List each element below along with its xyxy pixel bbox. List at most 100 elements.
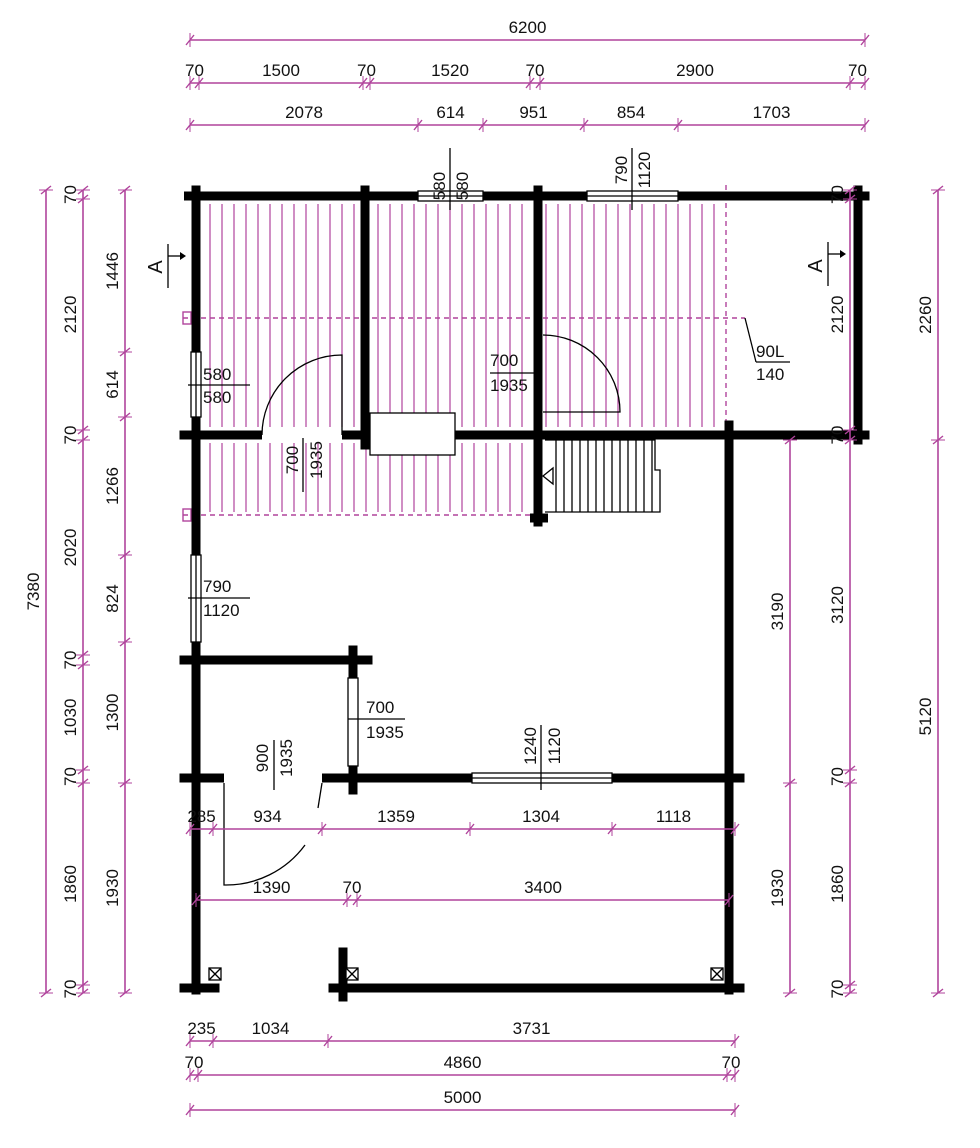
dim-label: 7380 [24, 573, 43, 611]
dim-label: 614 [103, 370, 122, 398]
dim-label: 4860 [444, 1053, 482, 1072]
dim-label: 1930 [103, 869, 122, 907]
dim-label: 235 [187, 1019, 215, 1038]
section-mark-right: A [805, 242, 846, 286]
svg-text:1240: 1240 [521, 727, 540, 765]
dim-label: 1300 [103, 694, 122, 732]
dim-label: 1118 [656, 807, 691, 826]
dim-label: 1304 [522, 807, 560, 826]
dim-label: 1860 [61, 865, 80, 903]
svg-text:900: 900 [253, 744, 272, 772]
svg-text:700: 700 [283, 446, 302, 474]
dim-label: 824 [103, 584, 122, 612]
dim-label: 2120 [61, 296, 80, 334]
label-vent: 90L 140 [744, 317, 790, 384]
label-door-center: 700 1935 [490, 351, 540, 395]
door-upper-left-swing [261, 354, 343, 436]
dim-label: 70 [828, 980, 847, 999]
dim-label: 70 [61, 651, 80, 670]
dim-chain-h-11: 235 1034 3731 [185, 1019, 740, 1048]
dim-label: 70 [828, 767, 847, 786]
door-mid-frame [347, 677, 359, 767]
dim-label: 1266 [103, 467, 122, 505]
dim-chain-h-12: 70 4860 70 [185, 1053, 741, 1082]
label-window-top-left: 580 580 [430, 148, 472, 210]
dim-label: 3190 [768, 593, 787, 631]
opening-labels: 580 580 790 1120 700 1935 580 580 700 19… [188, 148, 790, 790]
svg-text:1935: 1935 [277, 739, 296, 777]
dim-label: 1034 [252, 1019, 290, 1038]
svg-text:1935: 1935 [307, 441, 326, 479]
dim-label: 70 [61, 980, 80, 999]
svg-text:140: 140 [756, 365, 784, 384]
svg-text:790: 790 [203, 577, 231, 596]
dim-label: 285 [187, 807, 215, 826]
door-center-swing [542, 334, 621, 413]
dim-label: 1860 [828, 865, 847, 903]
dim-label: 1930 [768, 869, 787, 907]
svg-text:580: 580 [203, 388, 231, 407]
svg-text:1120: 1120 [545, 728, 564, 765]
dim-label: 70 [526, 61, 545, 80]
stairs [541, 439, 661, 513]
label-door-mid: 700 1935 [348, 698, 405, 742]
dim-chain-v-3: 7380 [24, 185, 53, 998]
label-window-top-right: 790 1120 [612, 148, 654, 210]
dim-label: 70 [828, 185, 847, 204]
dim-chain-v-8: 2260 5120 [916, 185, 945, 998]
svg-text:A: A [145, 260, 167, 274]
dim-label: 5120 [916, 698, 935, 736]
svg-text:1120: 1120 [203, 601, 240, 620]
dim-chain-v-6: 3190 1930 [768, 435, 797, 998]
dim-label: 5000 [444, 1088, 482, 1107]
dim-label: 70 [185, 61, 204, 80]
label-window-lower-right: 1240 1120 [521, 725, 564, 790]
dim-chain-h-10: 1390 70 3400 [191, 878, 734, 907]
dim-chain-h-0: 6200 [185, 18, 870, 47]
label-window-left-upper: 580 580 [188, 365, 250, 407]
dim-label: 70 [722, 1053, 741, 1072]
dim-label: 951 [519, 103, 547, 122]
hatched-area-group [182, 185, 745, 522]
label-door-upper-left: 700 1935 [283, 438, 326, 492]
dim-label: 2260 [916, 296, 935, 334]
dim-label: 1500 [262, 61, 300, 80]
dim-label: 1030 [61, 699, 80, 737]
dim-label: 2120 [828, 296, 847, 334]
label-door-lower: 900 1935 [253, 739, 296, 790]
dim-label: 1390 [253, 878, 291, 897]
svg-text:790: 790 [612, 156, 631, 184]
bench-block [369, 412, 456, 456]
label-window-top-left-w: 580 [430, 172, 449, 200]
dim-label: 3731 [513, 1019, 551, 1038]
svg-text:580: 580 [453, 172, 472, 200]
dim-label: 3120 [828, 586, 847, 624]
dim-label: 934 [253, 807, 281, 826]
svg-text:A: A [805, 259, 827, 273]
dim-label: 70 [343, 878, 362, 897]
openings [190, 190, 724, 981]
section-mark-left: A [145, 244, 186, 288]
svg-text:700: 700 [366, 698, 394, 717]
dim-label: 1703 [753, 103, 791, 122]
walls [179, 185, 870, 1002]
dim-chain-h-2: 2078 614 951 854 1703 [185, 103, 870, 132]
door-lower-swing [223, 783, 306, 886]
dim-label: 70 [185, 1053, 204, 1072]
dim-label: 2078 [285, 103, 323, 122]
dim-label: 70 [61, 426, 80, 445]
dim-label: 1520 [431, 61, 469, 80]
svg-text:1935: 1935 [490, 376, 528, 395]
dim-label: 614 [436, 103, 464, 122]
dim-label: 3400 [524, 878, 562, 897]
dim-label: 70 [848, 61, 867, 80]
svg-text:90L: 90L [756, 342, 784, 361]
dim-label: 854 [617, 103, 645, 122]
